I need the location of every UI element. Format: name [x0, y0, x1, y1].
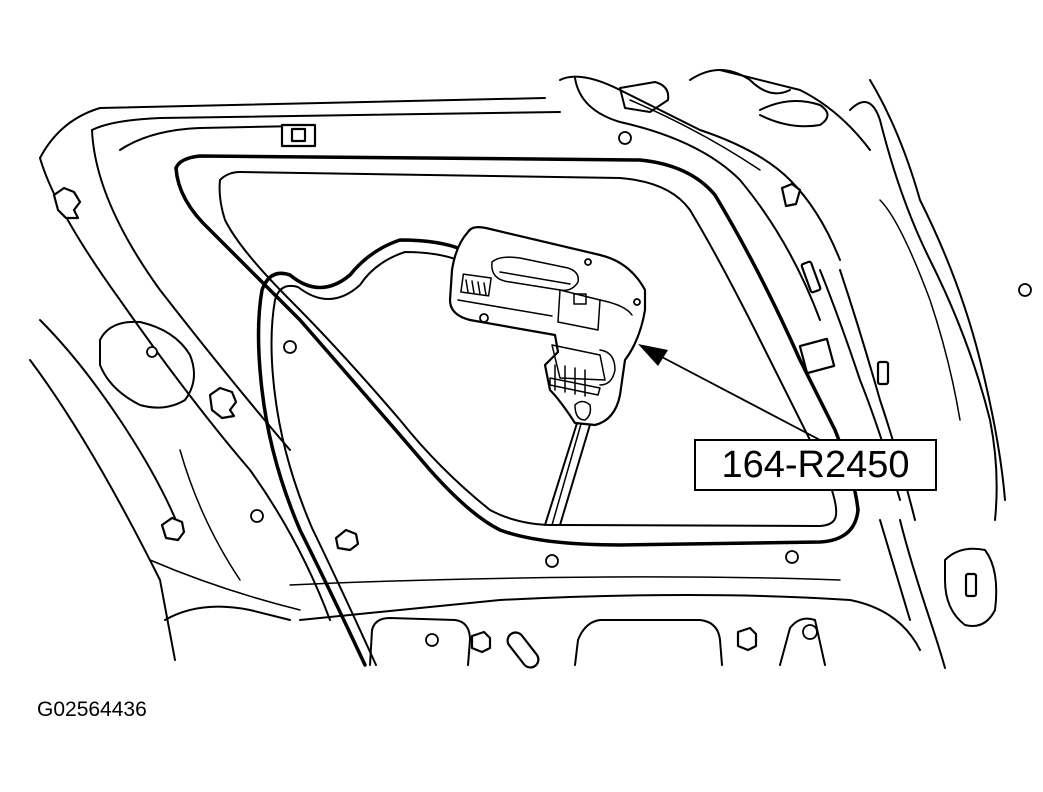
part-number-callout: 164-R2450 [694, 439, 937, 491]
part-number-label: 164-R2450 [721, 443, 910, 486]
actuator-cable [256, 238, 593, 667]
callout-leader-arrow [638, 344, 821, 441]
figure-id-label: G02564436 [37, 698, 147, 721]
lower-panel-contours [164, 519, 998, 669]
upper-right-contours [559, 69, 1006, 521]
outer-panel-contours [29, 97, 561, 661]
panel-clips [52, 123, 978, 669]
door-lock-actuator [448, 226, 647, 427]
